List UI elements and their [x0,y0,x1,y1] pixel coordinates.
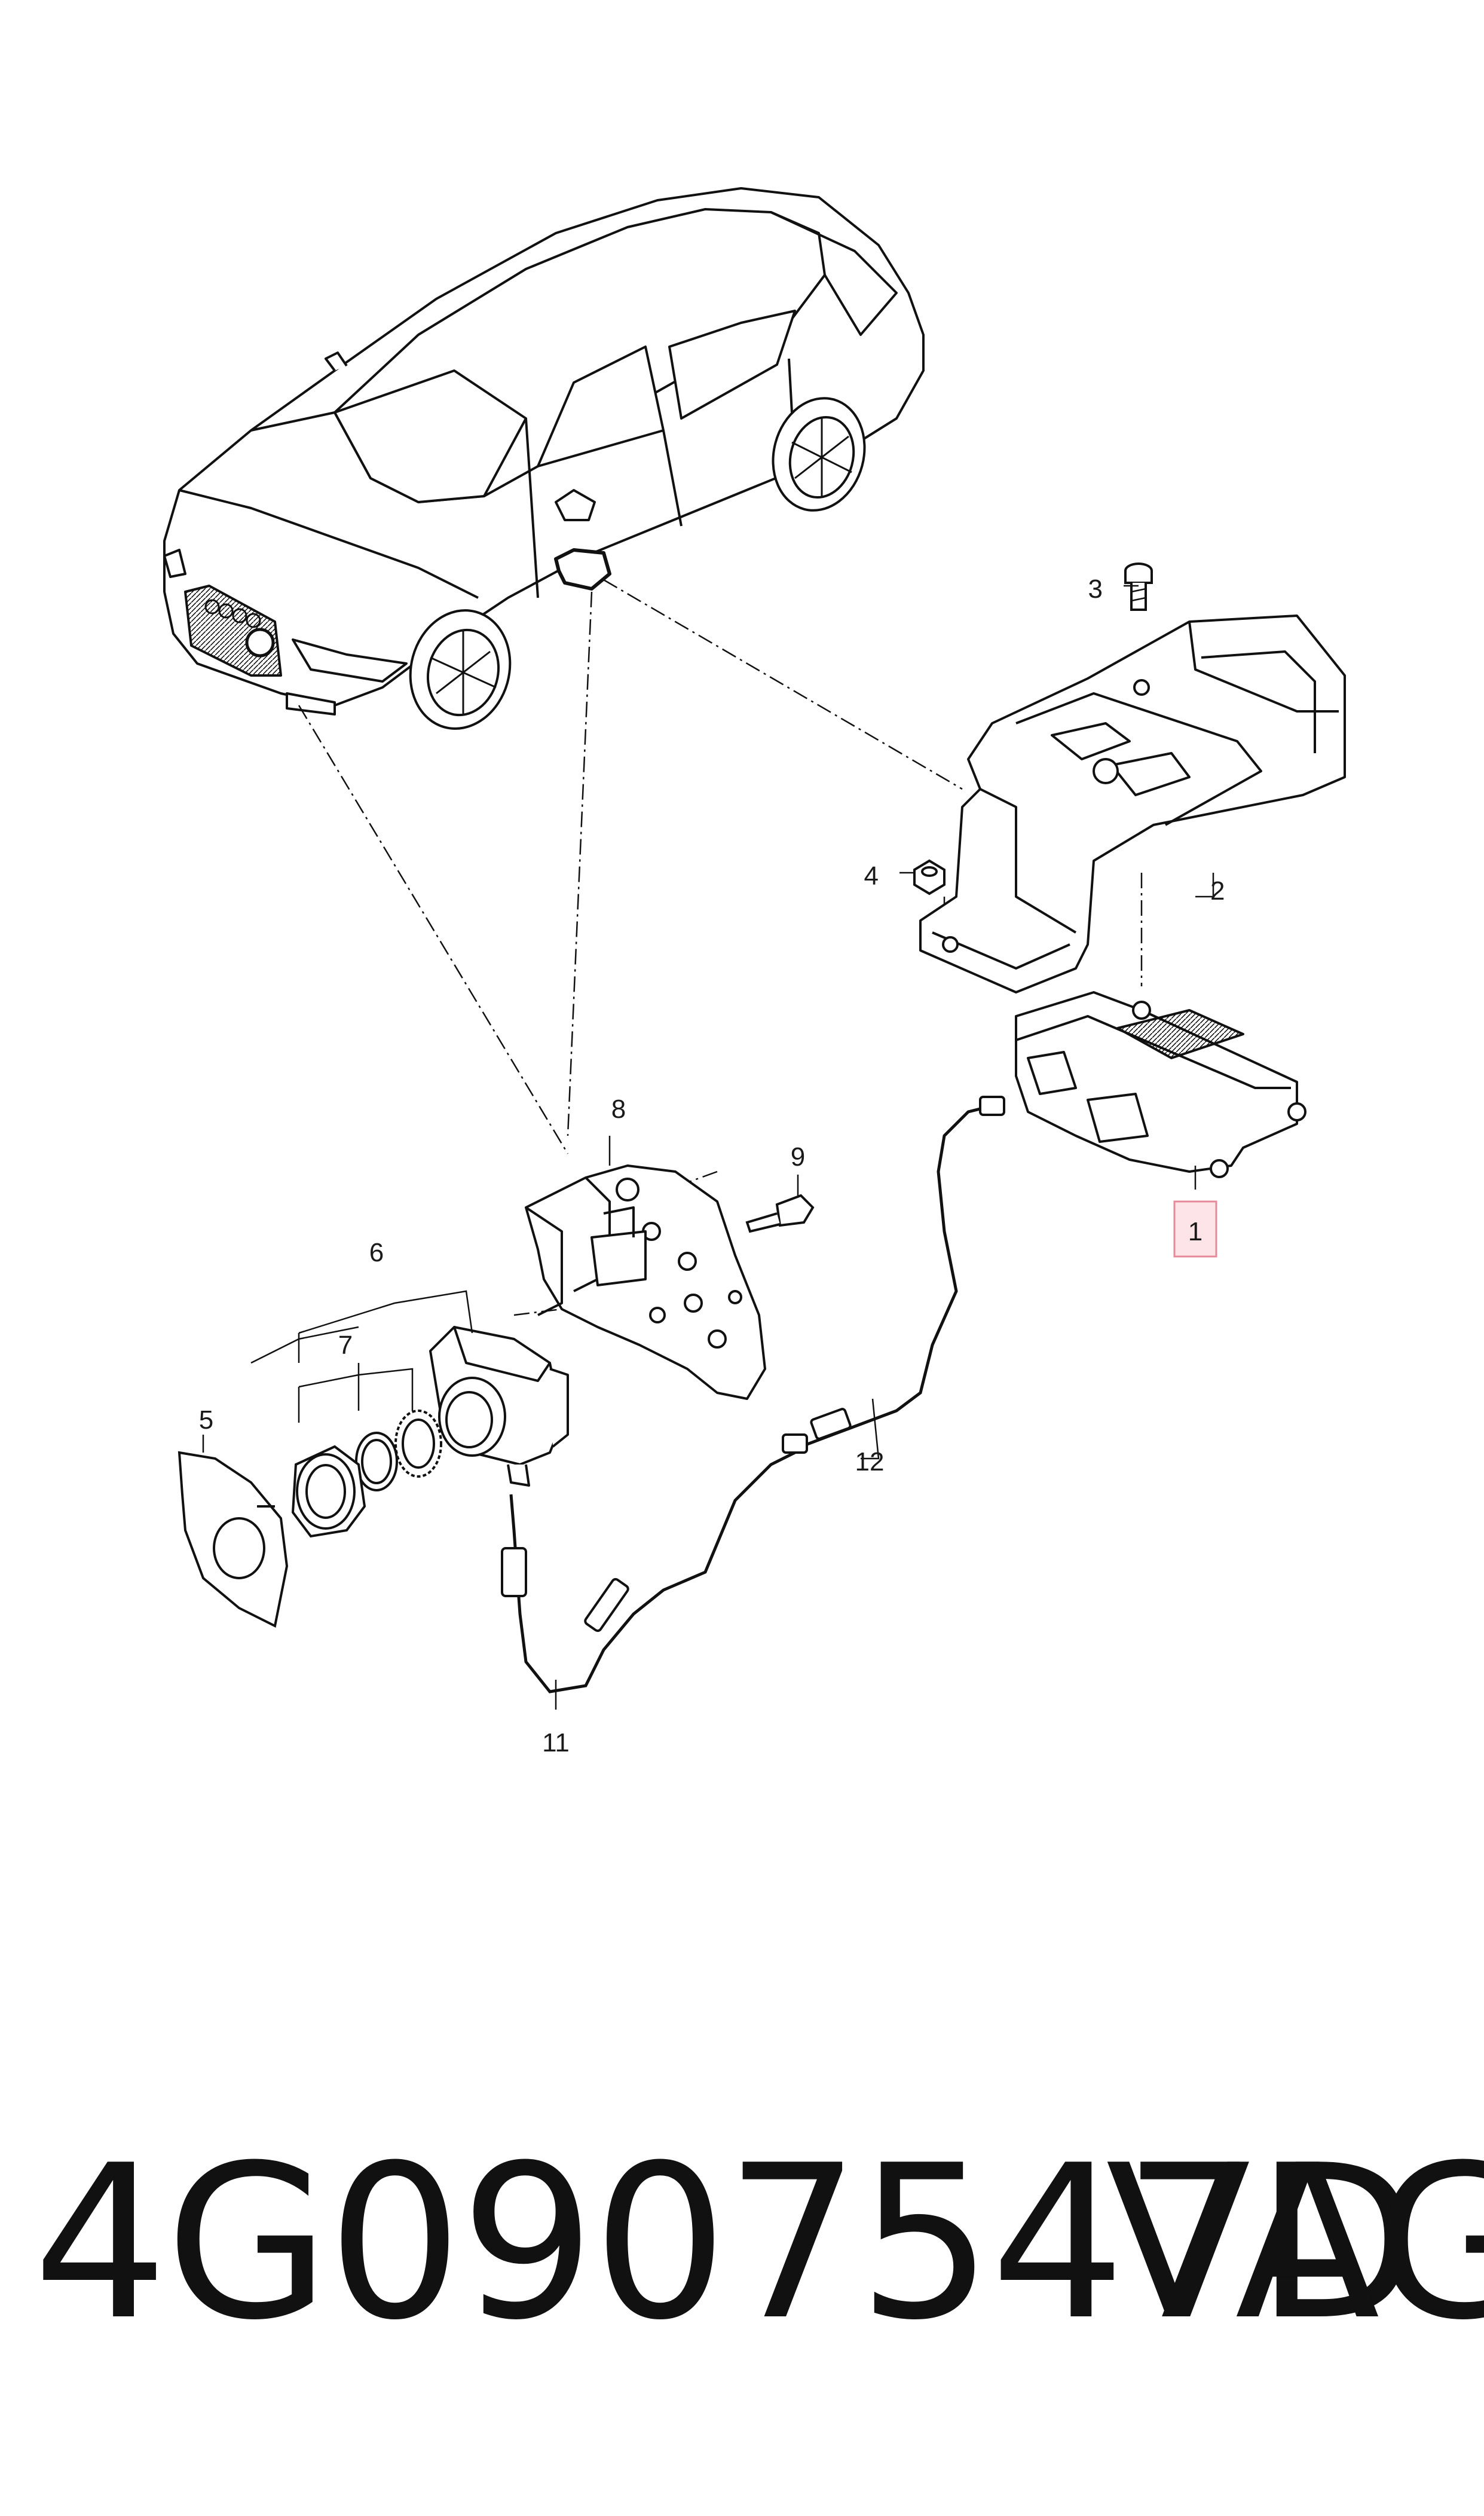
mounting-bracket [919,615,1346,993]
callout-5: 5 [199,1405,213,1435]
camera-holder-plate [525,1164,766,1400]
callout-8: 8 [611,1095,626,1124]
callout-1: 1 [1188,1217,1203,1246]
camera-cable [509,1104,993,1693]
callout-3: 3 [1088,574,1103,604]
parts-exploded-diagram: 3 2 4 1 8 9 6 7 5 12 11 [163,187,1346,1757]
part-number: 4G0907547D [33,2119,1419,2367]
callout-9: 9 [791,1142,805,1172]
callout-12: 12 [855,1447,885,1476]
control-unit [1015,991,1306,1178]
cable-connectors [501,1096,1005,1633]
holder-screw [745,1194,815,1233]
callout-4: 4 [864,861,879,891]
front-camera [429,1326,569,1487]
callout-lines [202,585,1214,1710]
camera-cover [178,1451,289,1628]
nut [913,859,946,895]
screw [1124,562,1153,611]
callout-11: 11 [542,1728,570,1757]
callout-7: 7 [338,1331,353,1360]
callout-2: 2 [1210,876,1225,906]
lens-ring-assembly [291,1410,442,1538]
callout-6: 6 [369,1238,384,1267]
brand-name: VAG [1106,2119,1484,2367]
selected-part-highlight [1173,1200,1217,1258]
car-illustration [163,187,925,730]
